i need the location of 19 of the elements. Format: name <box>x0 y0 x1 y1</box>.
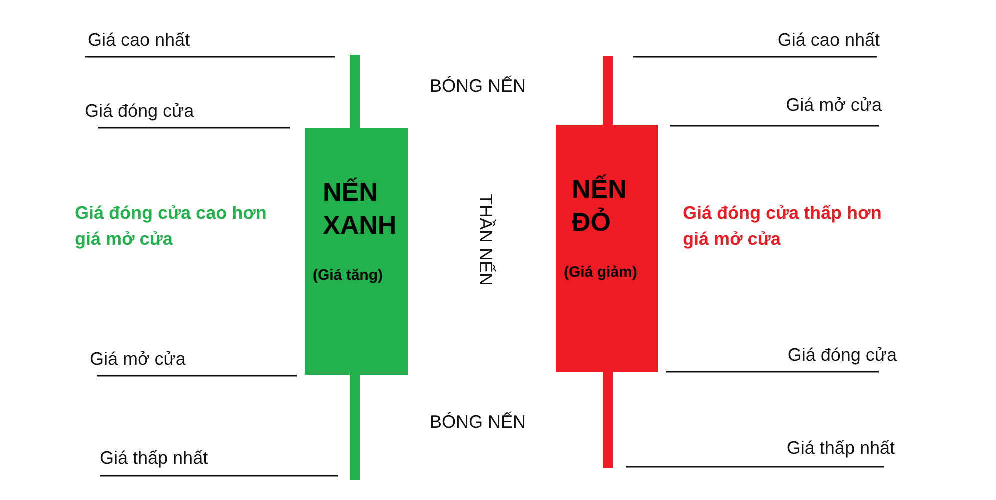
price-label: Giá cao nhất <box>88 30 190 52</box>
price-label: Giá thấp nhất <box>100 448 208 470</box>
price-label: Giá mở cửa <box>786 95 882 117</box>
candle-note: (Giá tăng) <box>313 267 383 284</box>
price-label: Giá mở cửa <box>90 349 186 371</box>
price-label: Giá đóng cửa <box>788 345 897 367</box>
price-label: Giá thấp nhất <box>786 438 895 460</box>
candle-description: Giá đóng cửa thấp hơn giá mở cửa <box>683 202 883 251</box>
candle-note: (Giá giảm) <box>564 264 638 281</box>
candle-body <box>556 125 658 372</box>
price-label: BÓNG NẾN <box>430 76 526 98</box>
price-label: Giá cao nhất <box>778 30 880 52</box>
candle-body <box>305 128 408 375</box>
candle-title: NẾN ĐỎ <box>572 173 628 238</box>
price-label: Giá đóng cửa <box>85 101 194 123</box>
candle-description: Giá đóng cửa cao hơn giá mở cửa <box>75 202 268 251</box>
body-label: THẦN NẾN <box>474 194 496 286</box>
price-label: BÓNG NẾN <box>430 412 526 434</box>
candle-title: NẾN XANH <box>323 176 398 241</box>
